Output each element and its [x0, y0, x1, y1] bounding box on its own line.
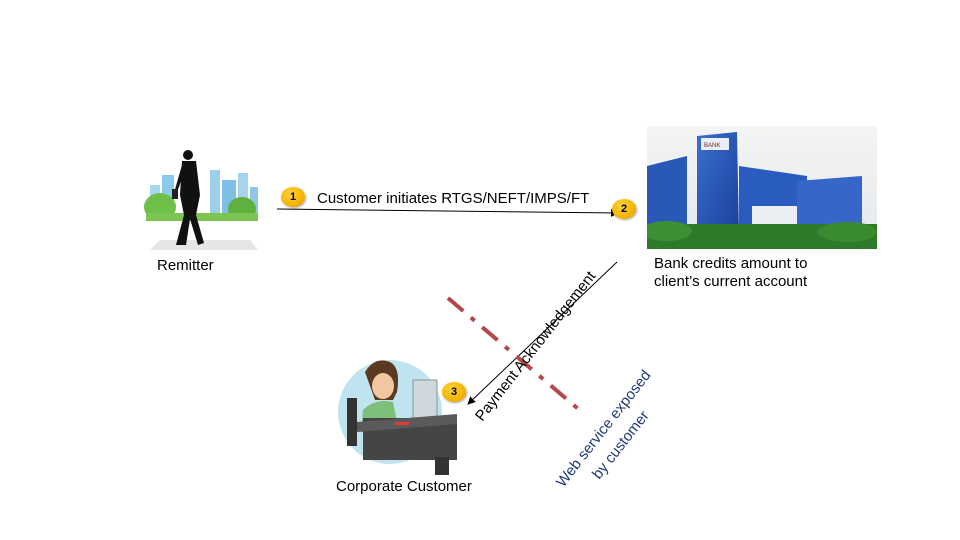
- web-service-dashed-line: [446, 296, 585, 415]
- step-1-text: Customer initiates RTGS/NEFT/IMPS/FT: [317, 190, 590, 207]
- corporate-customer-label: Corporate Customer: [336, 478, 472, 495]
- svg-text:BANK: BANK: [704, 143, 720, 149]
- arrow-remitter-to-bank: [276, 208, 619, 217]
- remitter-label: Remitter: [157, 257, 214, 274]
- corporate-customer-illustration: [338, 360, 457, 475]
- bank-label-line1: Bank credits amount to: [654, 255, 808, 272]
- step-2-badge: 2: [612, 199, 636, 219]
- step-1-badge: 1: [281, 187, 305, 207]
- remitter-illustration: [144, 150, 258, 250]
- bank-building-image: BANK: [647, 126, 877, 249]
- bank-label-line2: client’s current account: [654, 273, 808, 290]
- step-3-badge: 3: [442, 382, 466, 402]
- arrow-bank-to-customer: [467, 261, 618, 405]
